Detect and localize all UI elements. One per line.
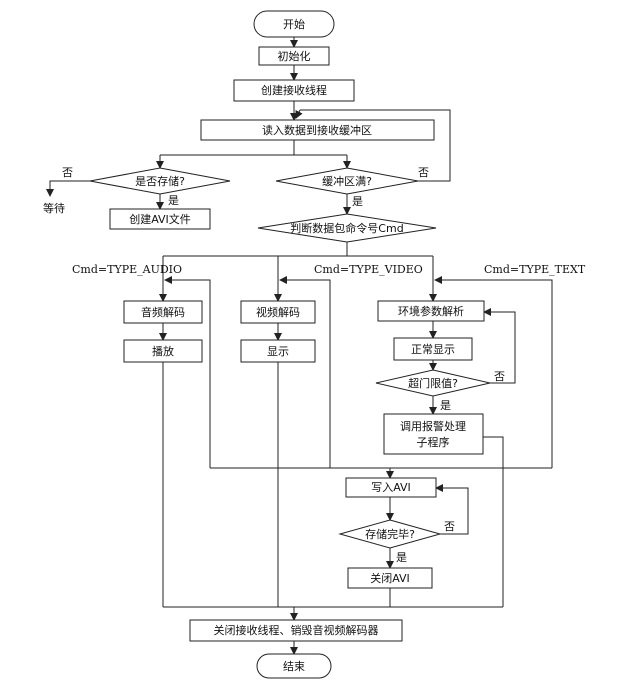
node-init-label: 初始化: [278, 49, 311, 63]
loop-done-no: [436, 487, 469, 535]
label-done-no: 否: [444, 520, 455, 533]
label-limit-yes: 是: [440, 399, 451, 412]
label-buffer-no: 否: [418, 166, 429, 179]
node-init: 初始化: [258, 46, 330, 66]
node-normal-display-label: 正常显示: [411, 343, 455, 356]
node-audio-decode-label: 音频解码: [141, 305, 185, 319]
node-create-avi-label: 创建AVI文件: [129, 212, 191, 226]
node-display-label: 显示: [267, 345, 289, 358]
connectors: [46, 37, 553, 655]
label-limit-no: 否: [494, 370, 505, 383]
decision-buffer-full-label: 缓冲区满?: [322, 174, 372, 188]
node-start: 开始: [253, 10, 335, 38]
node-create-thread: 创建接收线程: [233, 79, 355, 102]
decision-judge-cmd: 判断数据包命令号Cmd: [257, 213, 437, 243]
node-start-label: 开始: [283, 17, 305, 31]
node-video-decode: 视频解码: [240, 300, 316, 324]
decision-over-limit-label: 超门限值?: [408, 376, 458, 390]
node-alarm: 调用报警处理 子程序: [383, 413, 484, 455]
decision-store-done: 存储完毕?: [338, 519, 442, 549]
label-cmd-video: Cmd=TYPE_VIDEO: [314, 263, 423, 276]
node-end: 结束: [256, 653, 332, 679]
wait-label: 等待: [43, 201, 65, 215]
arrow-loop-buffer: [295, 109, 303, 119]
label-buffer-yes: 是: [352, 195, 363, 208]
edge-labels: 否 是 否 是 Cmd=TYPE_AUDIO Cmd=TYPE_VIDEO Cm…: [62, 166, 586, 564]
node-play: 播放: [123, 339, 203, 363]
node-write-avi-label: 写入AVI: [371, 481, 411, 494]
decision-store-done-label: 存储完毕?: [365, 527, 415, 541]
node-video-decode-label: 视频解码: [256, 305, 300, 319]
node-env-parse: 环境参数解析: [377, 300, 485, 322]
loop-text: [435, 279, 553, 468]
loop-limit-no: [484, 311, 516, 384]
node-env-parse-label: 环境参数解析: [398, 304, 464, 318]
label-cmd-text: Cmd=TYPE_TEXT: [484, 263, 586, 276]
node-write-avi: 写入AVI: [345, 477, 437, 498]
node-create-avi: 创建AVI文件: [109, 208, 211, 230]
node-read-buffer: 读入数据到接收缓冲区: [200, 119, 435, 141]
label-store-no: 否: [62, 166, 73, 179]
decision-store-label: 是否存储?: [135, 174, 185, 188]
line-alarm-down: [483, 436, 504, 607]
loop-buffer-no: [300, 109, 451, 182]
loop-video: [280, 279, 331, 468]
decision-judge-cmd-label: 判断数据包命令号Cmd: [290, 221, 403, 235]
arrow-store-no: [46, 180, 90, 197]
node-close-all: 关闭接收线程、销毁音视频解码器: [189, 619, 403, 642]
label-done-yes: 是: [396, 551, 407, 564]
node-audio-decode: 音频解码: [123, 300, 203, 324]
decision-over-limit: 超门限值?: [375, 369, 491, 397]
node-create-thread-label: 创建接收线程: [261, 83, 327, 97]
node-end-label: 结束: [283, 660, 305, 673]
node-close-all-label: 关闭接收线程、销毁音视频解码器: [214, 623, 379, 637]
node-alarm-label-2: 子程序: [417, 435, 450, 449]
node-display: 显示: [240, 339, 316, 363]
label-store-yes: 是: [168, 194, 179, 207]
node-normal-display: 正常显示: [393, 337, 473, 361]
node-close-avi-label: 关闭AVI: [370, 571, 410, 585]
node-play-label: 播放: [152, 344, 174, 358]
loop-audio: [165, 279, 211, 468]
node-close-avi: 关闭AVI: [347, 567, 433, 589]
decision-buffer-full: 缓冲区满?: [275, 167, 419, 195]
decision-store: 是否存储?: [89, 167, 231, 195]
node-alarm-label-1: 调用报警处理: [400, 419, 466, 433]
label-cmd-audio: Cmd=TYPE_AUDIO: [72, 263, 182, 276]
node-read-buffer-label: 读入数据到接收缓冲区: [262, 123, 372, 137]
